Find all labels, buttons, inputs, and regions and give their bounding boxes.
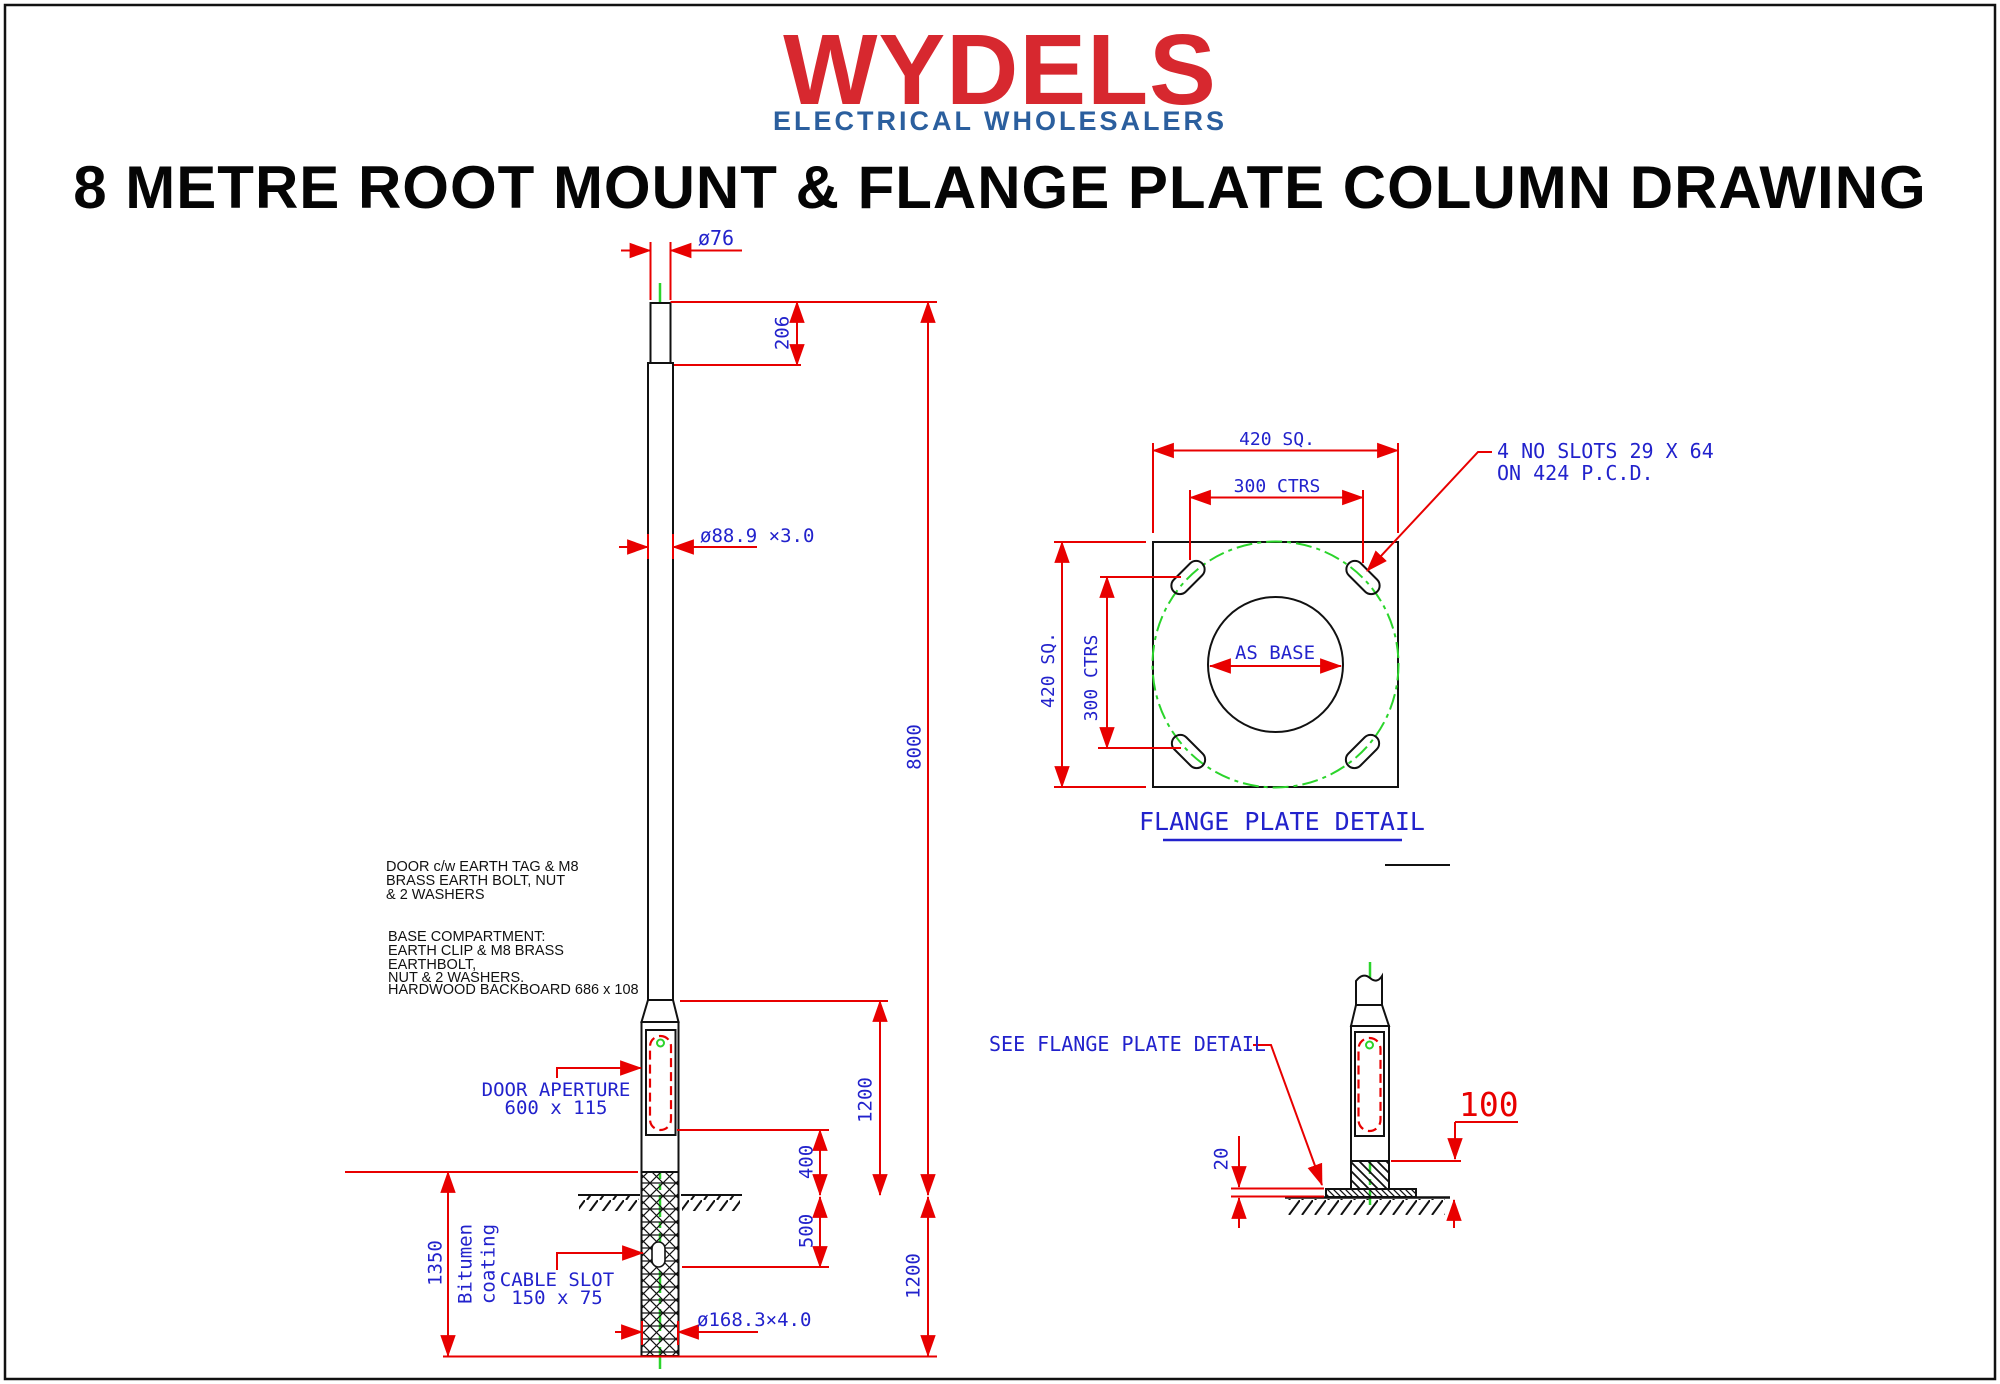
company-logo: WYDELS bbox=[783, 14, 1217, 126]
bitumen-label-line1: Bitumen bbox=[455, 1224, 477, 1304]
elevation-flange-plate bbox=[1325, 1188, 1417, 1198]
cable-slot-outline bbox=[651, 1241, 666, 1268]
flange-elevation-view: SEE FLANGE PLATE DETAIL 20 100 bbox=[989, 962, 1519, 1228]
company-tagline: ELECTRICAL WHOLESALERS bbox=[772, 106, 1227, 136]
dim-root-depth: 1200 bbox=[903, 1253, 925, 1299]
ground-line bbox=[578, 1194, 742, 1211]
dim-flange-top-centres: 300 CTRS bbox=[1234, 476, 1321, 497]
door-aperture-outline bbox=[648, 1034, 673, 1132]
pcd-circle bbox=[1151, 540, 1400, 789]
door-aperture-label-line1: DOOR APERTURE bbox=[482, 1079, 631, 1101]
base-note-line3: EARTHBOLT, bbox=[388, 957, 476, 973]
slot-top-left bbox=[1170, 559, 1206, 596]
dim-upstand-height: 100 bbox=[1459, 1085, 1519, 1124]
door-note-line3: & 2 WASHERS bbox=[386, 887, 485, 903]
drawing-title: 8 METRE ROOT MOUNT & FLANGE PLATE COLUMN… bbox=[73, 154, 1927, 221]
dim-spigot-length: 206 bbox=[772, 316, 794, 350]
elevation-callout: SEE FLANGE PLATE DETAIL bbox=[989, 1032, 1266, 1056]
dim-flange-top-square: 420 SQ. bbox=[1239, 429, 1315, 450]
main-dimension-lines bbox=[345, 242, 937, 1358]
door-note-line1: DOOR c/w EARTH TAG & M8 bbox=[386, 859, 579, 875]
flange-plate-outline bbox=[1152, 541, 1399, 788]
sheet-border bbox=[3, 3, 1997, 1381]
flange-plate-detail-view: 420 SQ. 300 CTRS 420 SQ. 300 CTRS AS BAS… bbox=[1038, 429, 1714, 866]
dim-top-diameter: ø76 bbox=[698, 226, 734, 250]
elevation-door-outline bbox=[1357, 1036, 1382, 1133]
earth-bolt-icon bbox=[656, 1038, 665, 1048]
flange-detail-caption: FLANGE PLATE DETAIL bbox=[1139, 807, 1425, 836]
elevation-dimension-lines bbox=[1231, 1044, 1518, 1228]
slot-top-right bbox=[1345, 559, 1381, 596]
bitumen-label-line2: coating bbox=[478, 1224, 500, 1304]
dim-shaft-diameter: ø88.9 ×3.0 bbox=[700, 525, 814, 547]
dim-flange-left-square: 420 SQ. bbox=[1038, 632, 1059, 708]
base-compartment-note: BASE COMPARTMENT: EARTH CLIP & M8 BRASS … bbox=[388, 929, 639, 998]
dim-flange-left-centres: 300 CTRS bbox=[1081, 635, 1102, 722]
dim-door-to-ground: 400 bbox=[796, 1145, 818, 1179]
cable-slot-label-line1: CABLE SLOT bbox=[500, 1269, 614, 1291]
column-shaft bbox=[647, 362, 674, 1001]
base-note-line5: HARDWOOD BACKBOARD 686 x 108 bbox=[388, 982, 639, 998]
base-note-line4: NUT & 2 WASHERS. bbox=[388, 970, 524, 986]
base-note-line2: EARTH CLIP & M8 BRASS bbox=[388, 943, 564, 959]
door-note-line2: BRASS EARTH BOLT, NUT bbox=[386, 873, 565, 889]
dim-root-tube: ø168.3×4.0 bbox=[697, 1309, 811, 1331]
door-note: DOOR c/w EARTH TAG & M8 BRASS EARTH BOLT… bbox=[386, 859, 579, 903]
column-taper bbox=[640, 999, 680, 1023]
flange-slots bbox=[1170, 559, 1381, 770]
main-column-view: ø76 206 ø88.9 ×3.0 8000 1200 400 500 120… bbox=[345, 226, 937, 1372]
slot-bottom-right bbox=[1344, 733, 1381, 770]
flange-slots-note-line2: ON 424 P.C.D. bbox=[1497, 461, 1654, 485]
door-aperture-label-line2: 600 x 115 bbox=[505, 1097, 608, 1119]
dim-overall-height: 8000 bbox=[904, 724, 926, 770]
elevation-taper bbox=[1349, 1004, 1391, 1027]
flange-slots-note-line1: 4 NO SLOTS 29 X 64 bbox=[1497, 439, 1714, 463]
cable-slot-label-line2: 150 x 75 bbox=[511, 1287, 603, 1309]
slot-bottom-left bbox=[1170, 733, 1207, 770]
base-note-line1: BASE COMPARTMENT: bbox=[388, 929, 545, 945]
elevation-spigot bbox=[1355, 972, 1383, 1005]
elevation-earth-bolt-icon bbox=[1365, 1040, 1374, 1050]
flange-bore-label: AS BASE bbox=[1235, 642, 1315, 664]
column-top-spigot bbox=[649, 302, 672, 364]
flange-dimension-lines bbox=[1054, 442, 1492, 789]
dim-base-height: 1200 bbox=[855, 1077, 877, 1123]
dim-root-coating: 1350 bbox=[425, 1240, 447, 1286]
dim-plate-thickness: 20 bbox=[1211, 1148, 1233, 1171]
flange-bore-circle bbox=[1207, 596, 1344, 733]
elevation-upstand-hatched bbox=[1350, 1160, 1390, 1190]
dim-below-ground: 500 bbox=[796, 1214, 818, 1248]
elevation-ground bbox=[1285, 1196, 1450, 1215]
